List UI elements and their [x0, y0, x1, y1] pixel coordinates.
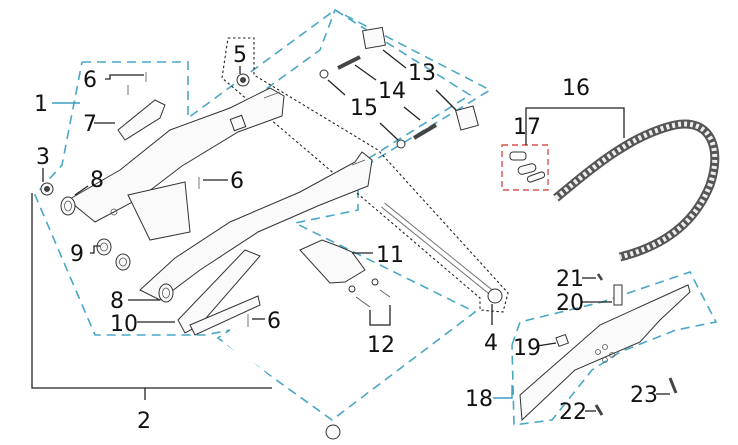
group-outline-chain-guard — [511, 271, 718, 426]
callout-8b: 8 — [110, 289, 124, 314]
part-23-bolt — [668, 377, 678, 394]
group-outline-swingarm — [34, 9, 477, 421]
part-21-screw — [596, 273, 604, 281]
part-14-adjuster-bolts — [337, 55, 438, 140]
leader-14a — [354, 64, 377, 81]
group-outline-master-link — [501, 144, 549, 191]
leader-19 — [536, 342, 557, 347]
callout-9: 9 — [70, 242, 84, 267]
callout-12: 12 — [367, 333, 395, 358]
callout-6c: 6 — [267, 309, 281, 334]
leader-6a — [105, 74, 144, 80]
callout-13: 13 — [408, 61, 436, 86]
callout-14: 14 — [378, 79, 406, 104]
callout-10: 10 — [110, 312, 138, 337]
part-8-bearing-lower — [158, 283, 174, 303]
part-10-chain-slider — [177, 249, 261, 336]
callout-20: 20 — [556, 291, 584, 316]
swingarm-frame — [67, 87, 373, 301]
callout-6a: 6 — [83, 68, 97, 93]
leader-15b — [379, 122, 399, 141]
callout-16: 16 — [562, 76, 590, 101]
callout-7: 7 — [83, 112, 97, 137]
part-6-bolts — [127, 72, 249, 327]
part-9-bushings — [96, 238, 131, 271]
leader-14b — [403, 106, 421, 121]
callout-6b: 6 — [230, 169, 244, 194]
callout-1: 1 — [34, 92, 48, 117]
part-19-clip — [555, 333, 570, 348]
part-20-bracket-plate — [613, 284, 623, 306]
leader-9 — [90, 245, 100, 254]
callout-21: 21 — [556, 267, 584, 292]
callout-5: 5 — [233, 43, 247, 68]
part-15-adjuster-nuts — [319, 69, 406, 149]
part-16-drive-chain — [553, 119, 720, 262]
part-17-master-link — [509, 151, 546, 183]
part-5-axle-nut — [236, 73, 250, 87]
leader-13a — [382, 49, 407, 69]
part-4-axle — [381, 202, 503, 304]
callout-22: 22 — [559, 400, 587, 425]
part-13-adjuster-plates — [362, 26, 479, 131]
part-11-caliper-bracket — [299, 239, 366, 284]
callout-17: 17 — [513, 115, 541, 140]
leader-18 — [493, 385, 513, 399]
group-outline-adjusters — [229, 8, 492, 169]
leader-2 — [31, 193, 272, 389]
callout-2: 2 — [137, 409, 151, 434]
part-18-chain-guard — [519, 284, 691, 422]
part-22-bolt — [594, 404, 604, 416]
part-8-bearing-upper — [60, 196, 76, 216]
leader-8a — [74, 185, 89, 196]
part-3-pivot-nut — [40, 182, 54, 196]
callout-8a: 8 — [90, 168, 104, 193]
callout-18: 18 — [465, 387, 493, 412]
leader-15a — [327, 79, 346, 96]
callout-19: 19 — [513, 336, 541, 361]
callout-23: 23 — [630, 383, 658, 408]
part-12-bolts-washers — [348, 278, 391, 308]
part-7-chain-guide — [117, 99, 166, 141]
callout-11: 11 — [376, 243, 404, 268]
leader-13b — [435, 89, 457, 111]
part-2-pivot-shaft — [223, 338, 341, 440]
callout-4: 4 — [484, 331, 498, 356]
callout-3: 3 — [36, 145, 50, 170]
callout-15: 15 — [350, 96, 378, 121]
leader-16 — [525, 107, 625, 140]
leader-12 — [369, 305, 391, 326]
